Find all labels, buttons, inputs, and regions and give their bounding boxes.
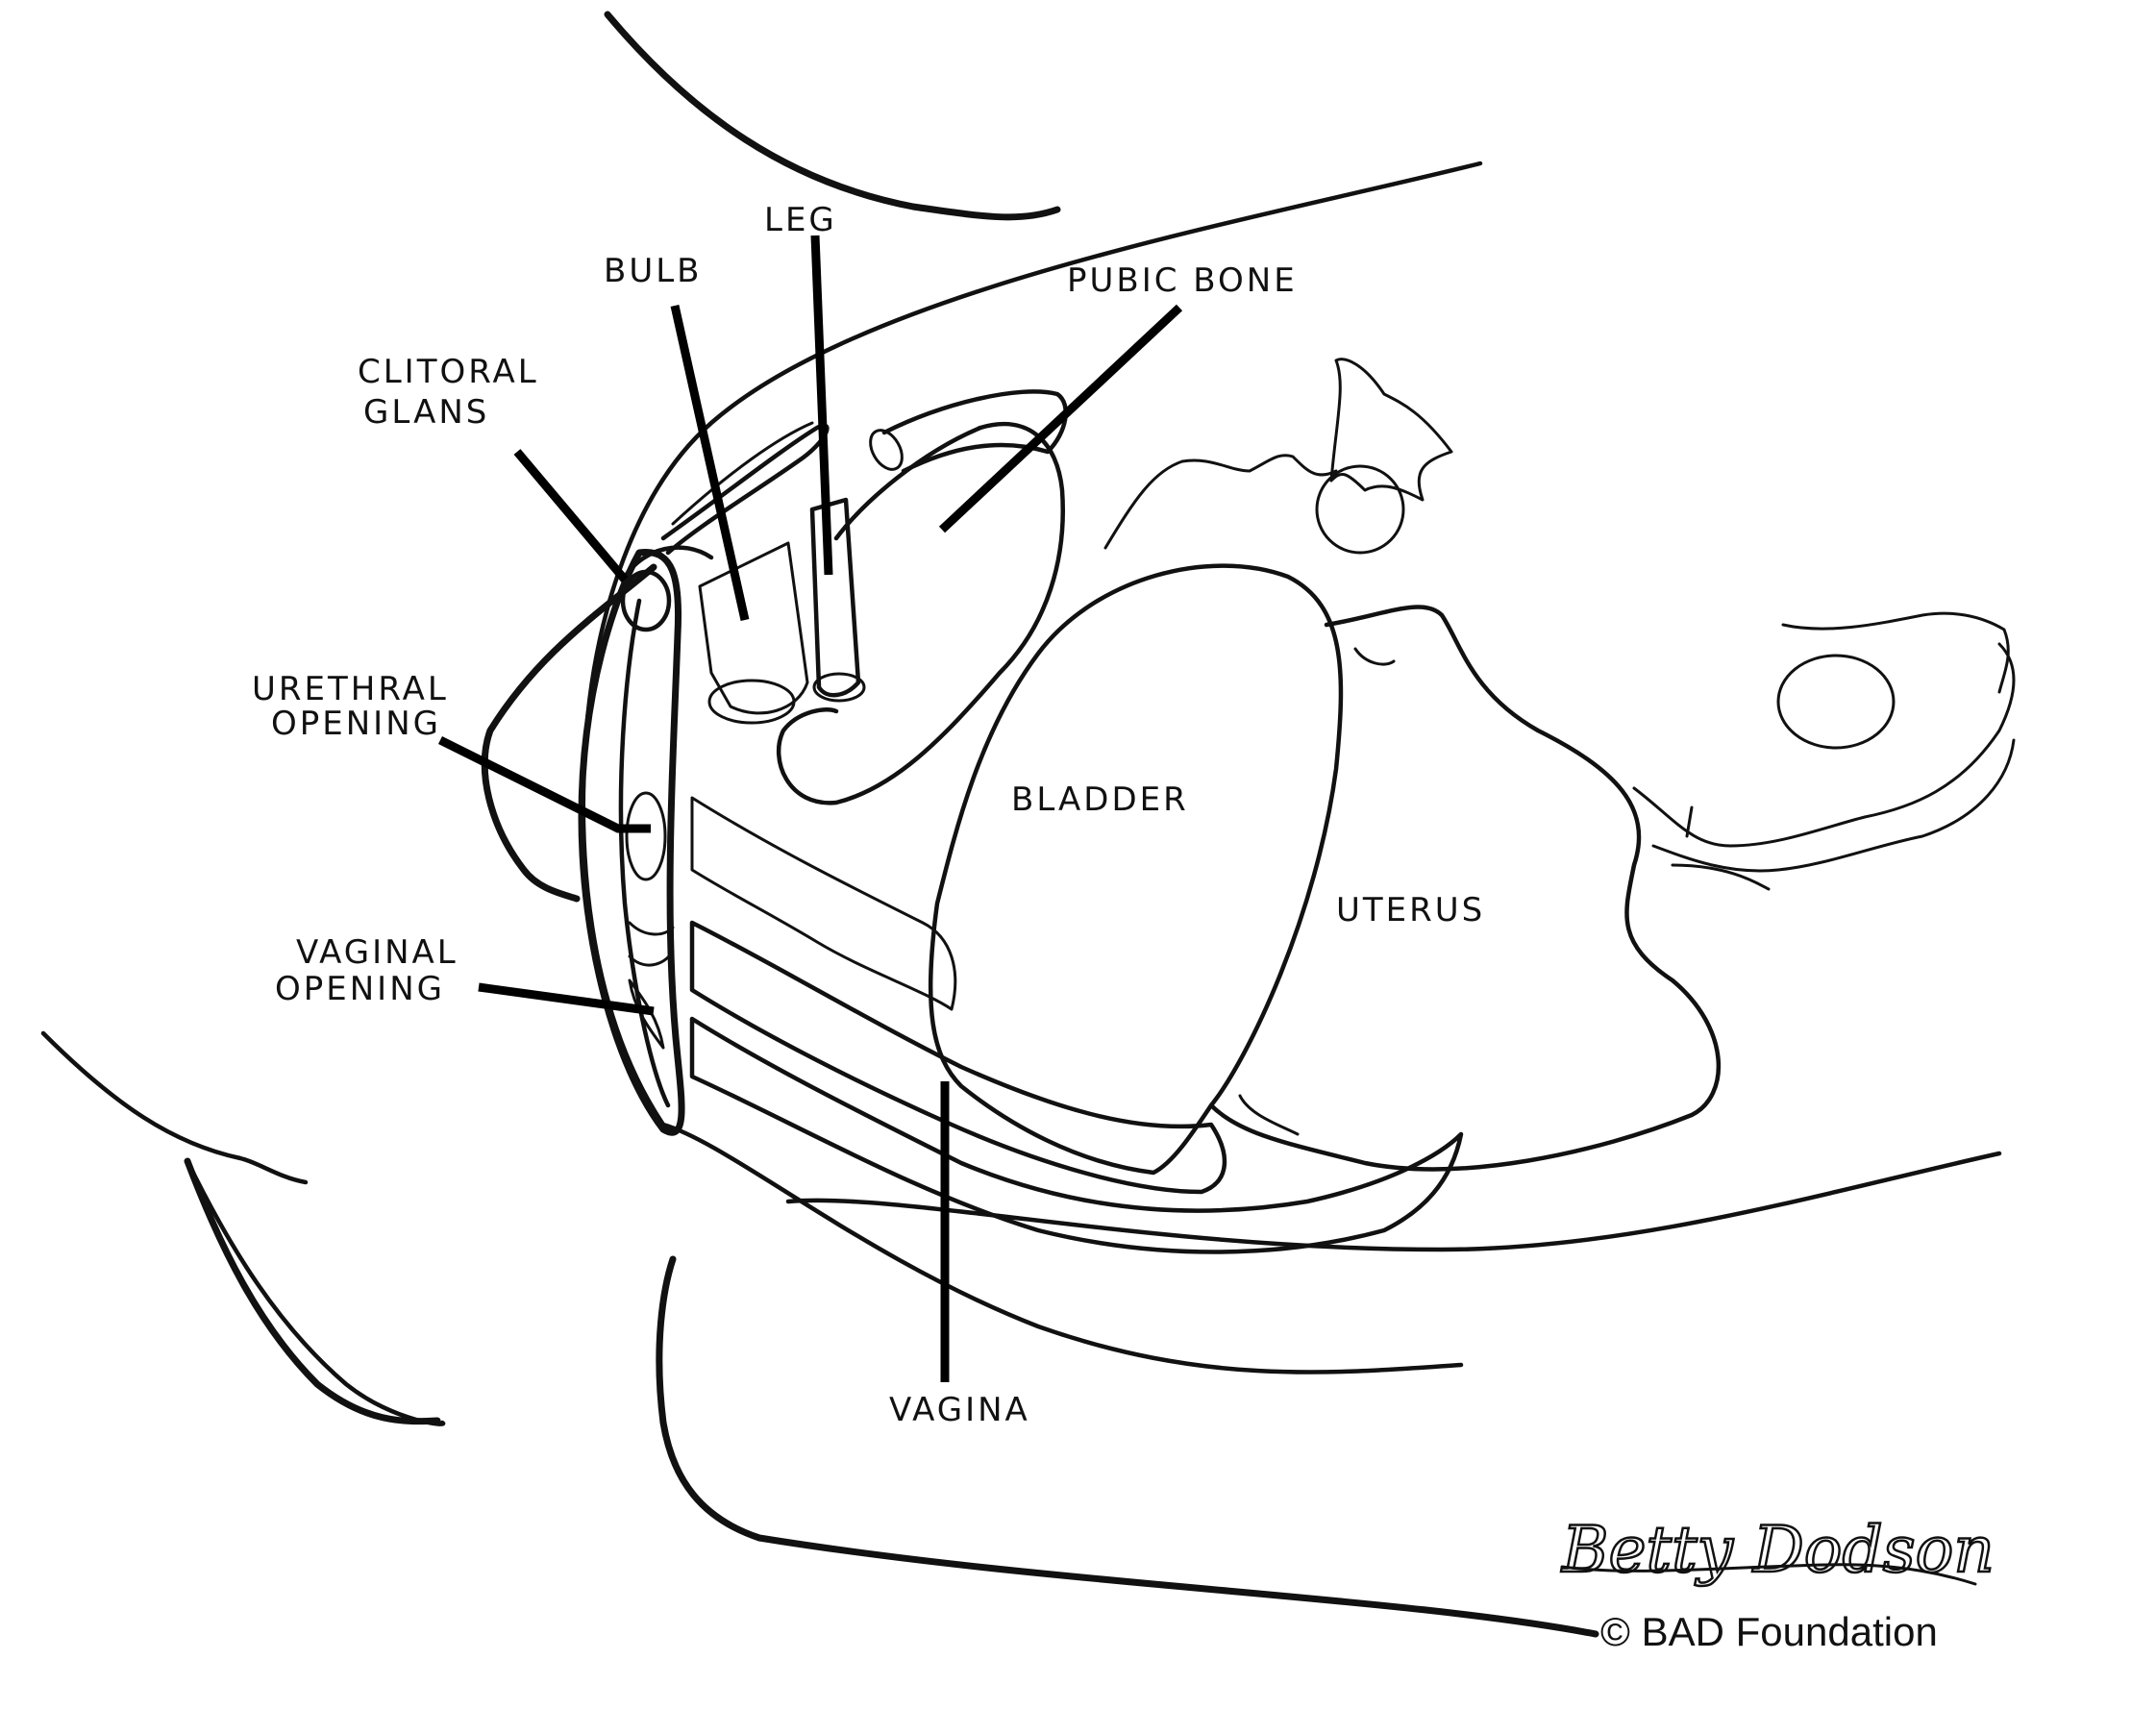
hood bbox=[622, 545, 714, 580]
label-leg: LEG bbox=[764, 201, 837, 239]
left-ovary bbox=[1315, 464, 1405, 555]
leg-end bbox=[812, 672, 866, 703]
pubic-ramus-end bbox=[869, 429, 904, 471]
urethral-opening-leader bbox=[437, 735, 651, 833]
labels: LEG BULB PUBIC BONE CLITORAL GLANS URETH… bbox=[252, 201, 1485, 1429]
leader-lines bbox=[437, 235, 1183, 1382]
copyright-text: © BAD Foundation bbox=[1600, 1609, 1938, 1654]
label-vaginal-opening-line1: VAGINAL bbox=[296, 933, 458, 972]
vaginal-wall-upper bbox=[689, 920, 1227, 1195]
belly-contour bbox=[604, 11, 1061, 221]
thigh-upper-contour bbox=[40, 1030, 309, 1185]
left-ovary-group bbox=[1103, 358, 1453, 555]
uterus-notch bbox=[1353, 647, 1396, 666]
vaginal-opening-shape bbox=[628, 978, 665, 1050]
clitoral-shaft-upper bbox=[671, 421, 814, 526]
perineum-contour bbox=[184, 1157, 441, 1425]
bulb-end bbox=[707, 679, 796, 725]
label-urethral-opening-line2: OPENING bbox=[271, 705, 441, 743]
bulb-shape bbox=[698, 541, 809, 715]
clitoral-glans-leader bbox=[513, 449, 629, 582]
label-vaginal-opening-line2: OPENING bbox=[275, 970, 445, 1008]
label-clitoral-glans-line1: CLITORAL bbox=[358, 353, 539, 391]
clitoral-glans-shape bbox=[620, 569, 672, 632]
abdomen-inner-contour bbox=[581, 161, 1483, 1127]
right-fallopian-tube bbox=[1632, 642, 2016, 873]
signature: Betty Dodson bbox=[1561, 1513, 1995, 1587]
labia-outer bbox=[578, 548, 685, 1136]
label-pubic-bone: PUBIC BONE bbox=[1067, 261, 1298, 300]
rectum-contour bbox=[660, 1122, 1464, 1375]
labia-inner bbox=[618, 598, 671, 1108]
left-fimbriae bbox=[1329, 358, 1453, 502]
posterior-contour bbox=[785, 1151, 2002, 1252]
pubic-bone-leader bbox=[938, 304, 1183, 533]
vaginal-opening-leader bbox=[478, 982, 655, 1016]
label-clitoral-glans-line2: GLANS bbox=[363, 393, 489, 432]
pubic-bone-outline bbox=[776, 421, 1065, 805]
right-ovary-group bbox=[1632, 611, 2016, 891]
urethral-sponge bbox=[690, 796, 957, 1011]
label-bladder: BLADDER bbox=[1011, 780, 1189, 819]
label-bulb: BULB bbox=[604, 252, 702, 290]
label-vagina: VAGINA bbox=[889, 1391, 1030, 1429]
right-ligament bbox=[1671, 805, 1771, 891]
right-fimbriae bbox=[1781, 611, 2010, 694]
credits: Betty Dodson © BAD Foundation bbox=[1560, 1512, 1995, 1654]
vulva bbox=[481, 545, 714, 1136]
leg-leader bbox=[810, 235, 833, 576]
label-uterus: UTERUS bbox=[1336, 891, 1485, 929]
signature-underline bbox=[1560, 1563, 1977, 1586]
urethral-opening-shape bbox=[625, 791, 667, 881]
vaginal-wall-lower bbox=[689, 1016, 1464, 1254]
lower-buttock-contour bbox=[656, 1255, 1599, 1638]
bladder-outline bbox=[928, 563, 1344, 1176]
bulb-leader bbox=[670, 305, 750, 621]
uterus-outline bbox=[1208, 605, 1722, 1172]
clitoris-structure bbox=[660, 421, 866, 725]
label-urethral-opening-line1: URETHRAL bbox=[252, 670, 449, 708]
leg-shape bbox=[809, 497, 861, 698]
left-fallopian-tube bbox=[1103, 454, 1338, 550]
uterus-fold bbox=[1238, 1094, 1300, 1136]
hymen-folds bbox=[628, 921, 675, 967]
right-ovary bbox=[1776, 654, 1896, 750]
